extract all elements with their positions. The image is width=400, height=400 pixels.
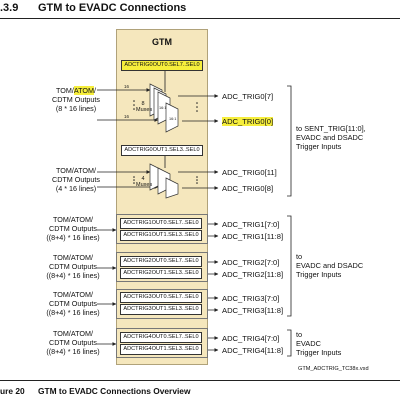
trig3-source-line3: ((8+4) * 16 lines) [46, 308, 100, 317]
destination-group0-line3: Trigger Inputs [296, 142, 342, 151]
trig1-source-line3: ((8+4) * 16 lines) [46, 233, 100, 242]
mux-a-muxes: Muxes [136, 107, 153, 113]
trig4-source-label: TOM/ATOM/ CDTM Outputs ((8+4) * 16 lines… [42, 329, 104, 356]
mux-b-source-line3: (4 * 16 lines) [55, 184, 97, 193]
mux-b-count: 4 [141, 176, 145, 182]
output-adc-trig2-low: ADC_TRIG2[7:0] [222, 258, 280, 267]
heading-rule [0, 18, 400, 19]
output-adc-trig0-8: ADC_TRIG0[8] [222, 184, 274, 193]
mux-a-source-line3: (8 * 16 lines) [55, 104, 97, 113]
register-adctrig2out0: ADCTRIG2OUT0.SEL7..SEL0 [120, 256, 202, 267]
mux-b-caption: 4 Muxes [136, 176, 153, 188]
trig2-source-label: TOM/ATOM/ CDTM Outputs ((8+4) * 16 lines… [42, 253, 104, 280]
trig3-source-label: TOM/ATOM/ CDTM Outputs ((8+4) * 16 lines… [42, 290, 104, 317]
mux-a-caption: 8 Muxes [136, 101, 153, 113]
register-adctrig4out1: ADCTRIG4OUT1.SEL3..SEL0 [120, 344, 202, 355]
svg-text:16:1: 16:1 [159, 106, 166, 110]
output-adc-trig0-7: ADC_TRIG0[7] [222, 92, 274, 101]
bracket-group1 [287, 215, 292, 317]
trig3-source-line1: TOM/ATOM/ [53, 290, 93, 299]
trig1-source-line1: TOM/ATOM/ [53, 215, 93, 224]
output-adc-trig1-high: ADC_TRIG1[11:8] [222, 232, 284, 241]
destination-group0-line1: to SENT_TRIG[11:0], [296, 124, 366, 133]
caption-rule [0, 380, 400, 381]
output-adc-trig3-low: ADC_TRIG3[7:0] [222, 294, 280, 303]
trig2-source-line1: TOM/ATOM/ [53, 253, 93, 262]
destination-group0: to SENT_TRIG[11:0], EVADC and DSADC Trig… [296, 124, 366, 151]
trig2-source-line3: ((8+4) * 16 lines) [46, 271, 100, 280]
output-adc-trig3-high: ADC_TRIG3[11:8] [222, 306, 284, 315]
svg-text:16: 16 [124, 114, 130, 119]
svg-text:16: 16 [124, 84, 130, 89]
destination-group1: to EVADC and DSADC Trigger Inputs [296, 252, 363, 279]
register-adctrig0out1: ADCTRIG0OUT1.SEL3..SEL0 [121, 145, 203, 156]
destination-group2: to EVADC Trigger Inputs [296, 330, 341, 357]
output-adc-trig4-high: ADC_TRIG4[11:8] [222, 346, 284, 355]
destination-group2-line2: EVADC [296, 339, 321, 348]
section-heading: .3.9 GTM to EVADC Connections [0, 2, 186, 14]
output-adc-trig0-11: ADC_TRIG0[11] [222, 168, 277, 177]
figure-title: GTM to EVADC Connections Overview [38, 386, 191, 396]
mux-b-muxes: Muxes [136, 182, 153, 188]
bracket-group0 [287, 85, 292, 197]
register-adctrig4out0: ADCTRIG4OUT0.SEL7..SEL0 [120, 332, 202, 343]
section-number: .3.9 [0, 2, 19, 14]
register-adctrig3out1: ADCTRIG3OUT1.SEL3..SEL0 [120, 304, 202, 315]
register-adctrig0out0: ADCTRIG0OUT0.SEL7..SEL0 [121, 60, 203, 71]
trig2-source-line2: CDTM Outputs [49, 262, 97, 271]
output-adc-trig1-low: ADC_TRIG1[7:0] [222, 220, 280, 229]
mux-b-source-line2: CDTM Outputs [52, 175, 100, 184]
figure-caption: ure 20 GTM to EVADC Connections Overview [0, 386, 190, 396]
destination-group1-line1: to [296, 252, 303, 261]
output-adc-trig0-0: ADC_TRIG0[0] [222, 117, 274, 126]
mux-a-count: 8 [141, 101, 145, 107]
figure-number: ure 20 [0, 386, 25, 396]
trig1-source-label: TOM/ATOM/ CDTM Outputs ((8+4) * 16 lines… [42, 215, 104, 242]
register-adctrig2out1: ADCTRIG2OUT1.SEL3..SEL0 [120, 268, 202, 279]
output-adc-trig2-high: ADC_TRIG2[11:8] [222, 270, 284, 279]
file-reference: GTM_ADCTRIG_TC38x.vsd [298, 366, 369, 372]
mux-b-source-label: TOM/ATOM/ CDTM Outputs (4 * 16 lines) [48, 166, 104, 193]
mux-b-source-line1: TOM/ATOM/ [56, 166, 96, 175]
destination-group1-line3: Trigger Inputs [296, 270, 342, 279]
mux-a-source-label: TOM/ATOM/ CDTM Outputs (8 * 16 lines) [48, 86, 104, 113]
mux-a-source-tom: TOM/ [56, 86, 74, 95]
bracket-group2 [287, 329, 292, 357]
register-adctrig1out0: ADCTRIG1OUT0.SEL7..SEL0 [120, 218, 202, 229]
destination-group2-line3: Trigger Inputs [296, 348, 342, 357]
section-title: GTM to EVADC Connections [38, 2, 187, 14]
destination-group2-line1: to [296, 330, 303, 339]
trig1-source-line2: CDTM Outputs [49, 224, 97, 233]
destination-group0-line2: EVADC and DSADC [296, 133, 364, 142]
mux-a-source-atom: ATOM [73, 86, 94, 95]
trig4-source-line3: ((8+4) * 16 lines) [46, 347, 100, 356]
register-adctrig3out0: ADCTRIG3OUT0.SEL7..SEL0 [120, 292, 202, 303]
mux-a-source-line2: CDTM Outputs [52, 95, 100, 104]
mux-a-source-line1: TOM/ATOM/ [56, 86, 96, 95]
output-adc-trig4-low: ADC_TRIG4[7:0] [222, 334, 280, 343]
trig3-source-line2: CDTM Outputs [49, 299, 97, 308]
trig4-source-line2: CDTM Outputs [49, 338, 97, 347]
destination-group1-line2: EVADC and DSADC [296, 261, 364, 270]
svg-text:16:1: 16:1 [169, 117, 176, 121]
gtm-title: GTM [152, 37, 172, 47]
register-adctrig1out1: ADCTRIG1OUT1.SEL3..SEL0 [120, 230, 202, 241]
trig4-source-line1: TOM/ATOM/ [53, 329, 93, 338]
